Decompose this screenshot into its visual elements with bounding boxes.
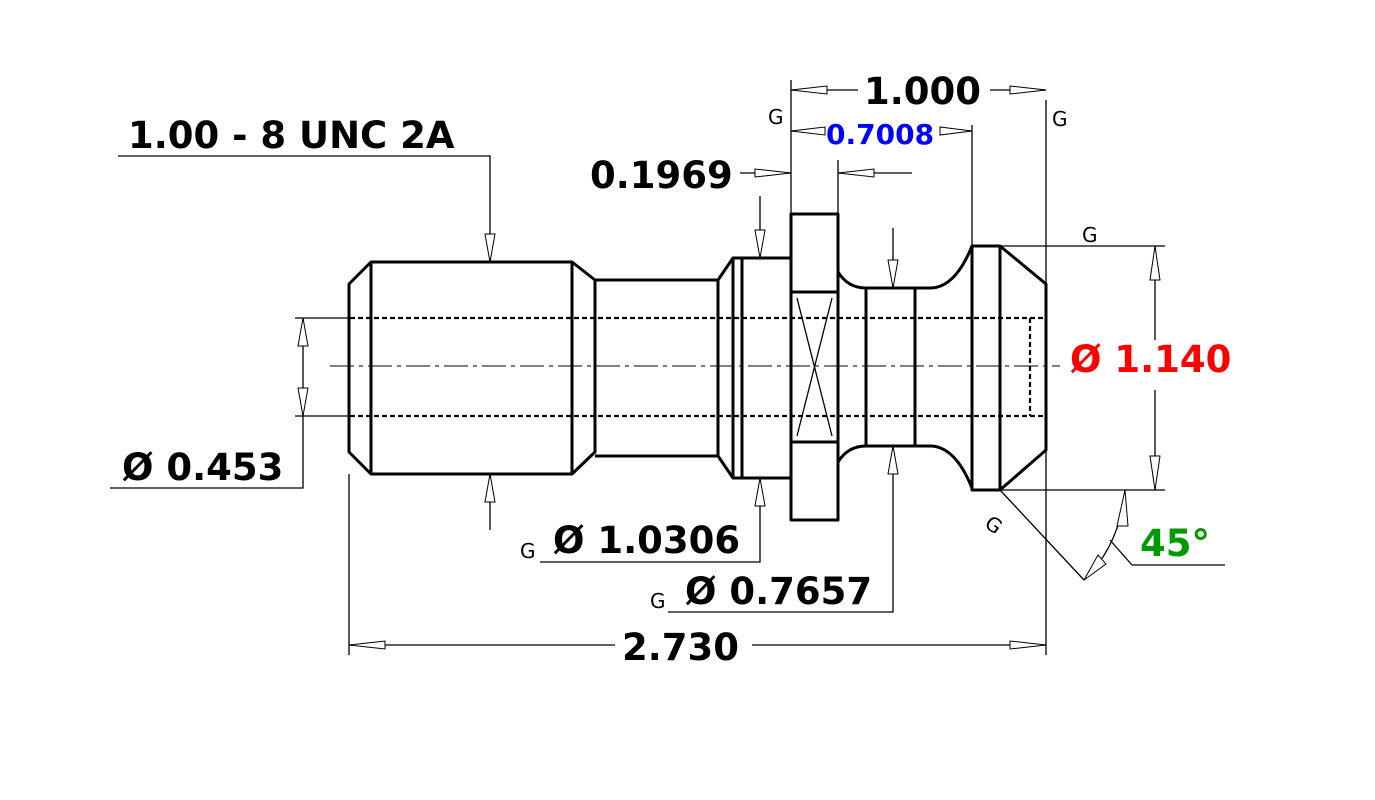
shank-section [595,256,735,480]
datum-symbol-6: G [650,589,666,613]
dimension-labels: 1.00 - 8 UNC 2A Ø 0.453 Ø 1.0306 Ø 0.765… [122,70,1231,669]
flat-cross-2 [796,297,833,437]
part-outline [330,212,1060,522]
thread-section [347,260,597,476]
collar-to-flange-label: 0.7008 [826,118,934,151]
dimension-lines [110,80,1225,655]
flange-thickness-label: 0.1969 [590,154,733,197]
datum-symbol-3: G [1082,223,1098,247]
datum-symbol-1: G [768,105,784,129]
head [970,244,1048,492]
flange [789,212,840,522]
thread-callout-label: 1.00 - 8 UNC 2A [128,114,455,157]
neck-diameter-label: Ø 0.7657 [685,570,872,613]
head-diameter-label: Ø 1.140 [1070,338,1231,381]
datum-symbol-5: G [520,539,536,563]
thread-major-diameter-label: Ø 1.0306 [553,519,740,562]
overall-length-label: 2.730 [622,626,739,669]
datum-symbol-2: G [1052,107,1068,131]
collar-length-label: 1.000 [864,70,981,113]
bore-diameter-label: Ø 0.453 [122,446,283,489]
chamfer-angle-label: 45° [1140,522,1210,565]
groove [836,245,974,489]
datum-symbol-4: G [981,511,1007,540]
